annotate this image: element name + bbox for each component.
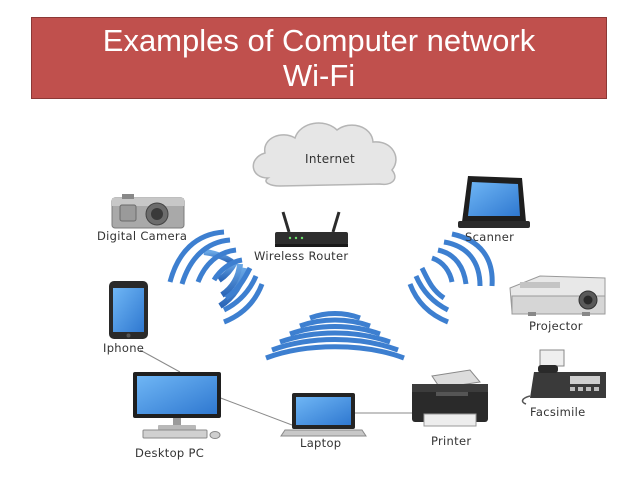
page-subtitle: Wi-Fi <box>282 58 356 93</box>
wifi-wave-left <box>167 229 265 325</box>
scanner-icon <box>458 176 530 228</box>
label-internet: Internet <box>305 152 356 166</box>
projector-icon <box>509 275 606 316</box>
label-digital-camera: Digital Camera <box>97 229 188 243</box>
page-title: Examples of Computer network <box>102 23 536 58</box>
label-wireless-router: Wireless Router <box>254 249 349 263</box>
label-iphone: Iphone <box>103 341 145 355</box>
printer-icon <box>412 369 488 427</box>
label-desktop-pc: Desktop PC <box>135 446 205 460</box>
wifi-wave-center <box>265 311 405 361</box>
title-banner: Examples of Computer network Wi-Fi <box>31 17 607 99</box>
phone-icon <box>109 281 148 339</box>
router-icon <box>275 211 348 247</box>
label-laptop: Laptop <box>300 436 342 450</box>
connection-lines <box>139 349 412 426</box>
label-projector: Projector <box>529 319 583 333</box>
cloud-icon <box>252 122 397 187</box>
label-printer: Printer <box>431 434 472 448</box>
camera-icon <box>111 194 185 229</box>
label-scanner: Scanner <box>465 230 515 244</box>
desktop-icon <box>133 372 221 439</box>
label-facsimile: Facsimile <box>530 405 586 419</box>
wifi-wave-right <box>407 231 495 325</box>
fax-icon <box>521 349 606 405</box>
laptop-icon <box>280 393 367 437</box>
